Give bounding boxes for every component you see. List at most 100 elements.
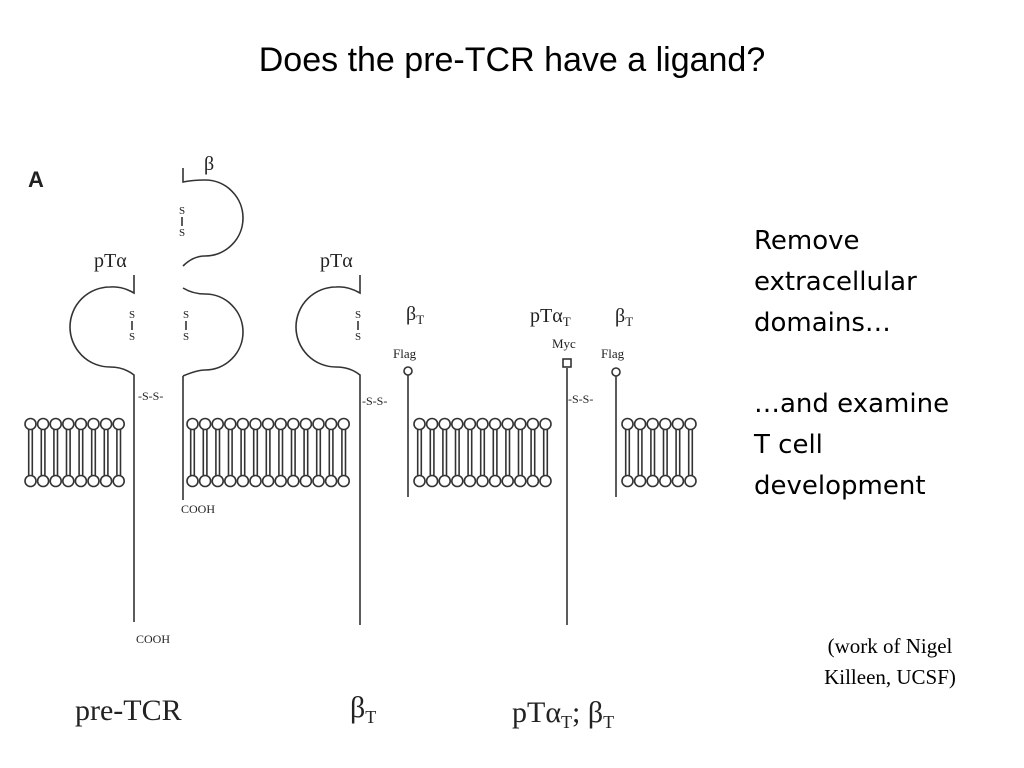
lipid-head [24,417,37,431]
lipid-head [299,474,313,488]
lipid-head [186,474,199,488]
beta-t-chain-label: βT [406,303,424,327]
lipid-pair [112,417,125,488]
lipid-head [476,417,489,431]
lipid-head [413,474,426,488]
lipid-pair [87,417,100,488]
pta-t-beta-t-construct: pTαT βT Myc Flag -S-S- pTαT; βT [512,305,633,732]
examine-development-note: …and examine T cell development [754,389,950,501]
pre-tcr-construct: A β pTα -S-S- COOH COOH pre-TCR [28,153,244,727]
intrachain-disulfide: SS [355,309,361,343]
beta-lower-loop [182,287,244,377]
lipid-pair [658,417,672,488]
lipid-head [274,474,288,488]
lipid-pair [526,417,540,488]
lipid-pair [99,417,113,488]
credit-note: (work of Nigel Killeen, UCSF) [824,634,956,689]
sulfur-label: S [179,205,185,217]
lipid-head [224,474,237,488]
lipid-head [658,474,672,488]
lipid-pair [684,417,697,488]
lipid-pair [236,417,250,488]
lipid-head [646,417,660,431]
lipid-head [337,474,351,488]
beta-t-name: βT [350,691,376,727]
lipid-head [671,474,685,488]
lipid-head [526,417,540,431]
lipid-head [286,474,300,488]
pre-tcr-name: pre-TCR [75,694,182,727]
lipid-pair [488,417,502,488]
lipid-head [211,474,224,488]
lipid-head [74,474,88,488]
remove-domains-note: Remove extracellular domains… [754,226,917,338]
lipid-pair [62,417,75,488]
beta-chain-label: β [204,153,214,175]
lipid-head [513,474,527,488]
flag-tag-marker [403,366,413,376]
lipid-head [299,417,313,431]
pta-extracellular-loop [69,275,135,622]
lipid-head [488,474,502,488]
lipid-head [112,474,125,488]
lipid-head [49,474,63,488]
flag-tag-label: Flag [601,346,625,361]
lipid-pair [224,417,237,488]
lipid-head [621,417,634,431]
lipid-head [312,417,325,431]
lipid-pair [211,417,224,488]
lipid-head [286,417,300,431]
lipid-head [198,417,212,431]
lipid-head [513,417,527,431]
lipid-pair [425,417,439,488]
pta-chain-label: pTα [94,250,127,272]
lipid-head [261,417,275,431]
lipid-head [633,417,647,431]
lipid-head [36,417,50,431]
lipid-head [539,474,552,488]
lipid-head [62,474,75,488]
lipid-pair [621,417,634,488]
disulfide-bond: -S-S- [138,389,163,403]
lipid-pair [286,417,300,488]
lipid-pair [24,417,37,488]
lipid-head [74,417,88,431]
lipid-pair [74,417,88,488]
myc-tag-label: Myc [552,336,576,351]
lipid-pair [633,417,647,488]
lipid-pair [646,417,660,488]
lipid-head [186,417,199,431]
pta-chain-label: pTα [320,250,353,272]
intrachain-disulfide: SS [183,309,189,343]
lipid-head [324,474,338,488]
lipid-head [501,474,515,488]
lipid-pair [198,417,212,488]
flag-tag-label: Flag [393,346,417,361]
slide-title: Does the pre-TCR have a ligand? [258,41,766,79]
lipid-pair [463,417,477,488]
lipid-head [671,417,685,431]
lipid-head [49,417,63,431]
beta-t-chain-label: βT [615,305,633,329]
lipid-pair [476,417,489,488]
pta-t-chain-label: pTαT [530,305,571,329]
disulfide-bond: -S-S- [568,392,593,406]
lipid-head [112,417,125,431]
myc-tag-marker [562,358,572,368]
lipid-pair [299,417,313,488]
sulfur-label: S [129,331,135,343]
lipid-pair [261,417,275,488]
lipid-head [658,417,672,431]
lipid-head [337,417,351,431]
membrane-segment [413,417,552,488]
lipid-head [312,474,325,488]
lipid-head [99,417,113,431]
lipid-head [684,417,697,431]
lipid-head [224,417,237,431]
lipid-head [211,417,224,431]
lipid-head [425,474,439,488]
pta-t-beta-t-name: pTαT; βT [512,696,614,732]
lipid-pair [274,417,288,488]
